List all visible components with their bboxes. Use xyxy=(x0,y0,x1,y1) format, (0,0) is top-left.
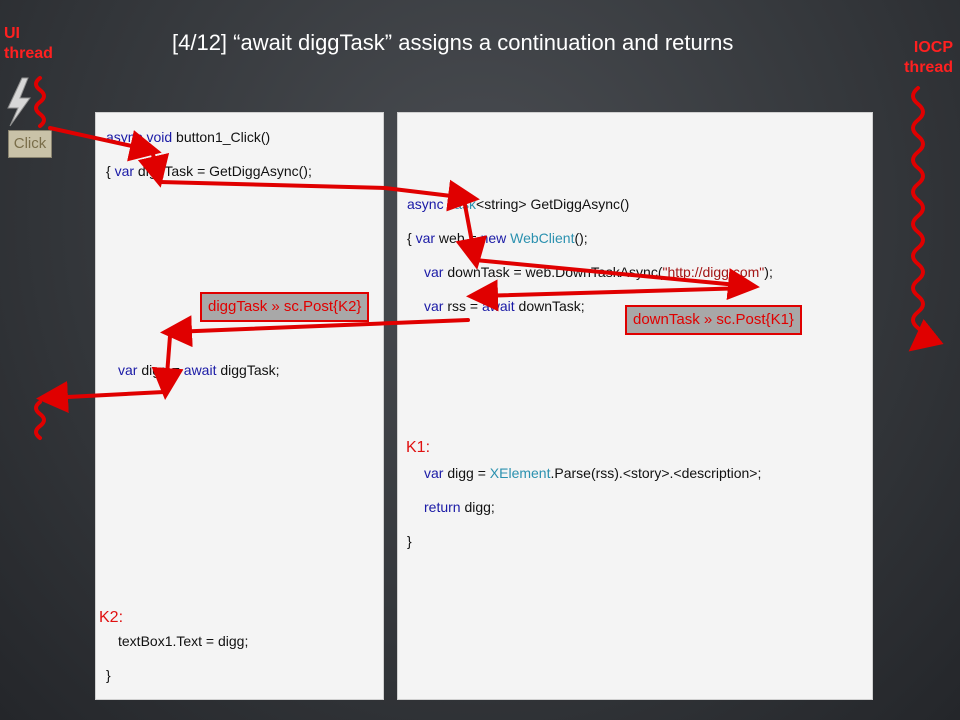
code-text: downTask; xyxy=(514,298,585,314)
k2-label: K2: xyxy=(99,609,124,626)
arrow-exit-ui-thread xyxy=(36,380,166,413)
code-tag: <description> xyxy=(673,465,758,481)
code-line-xelement-parse: var digg = XElement.Parse(rss).<story>.<… xyxy=(424,465,761,481)
callout-down-task-post-k1: downTask » sc.Post{K1} xyxy=(625,305,802,335)
left-code-panel: async void button1_Click() { var diggTas… xyxy=(95,112,384,700)
iocp-thread-label: IOCP thread xyxy=(893,38,953,78)
code-keyword: async xyxy=(407,196,444,212)
arrow-to-download xyxy=(473,258,760,301)
slide-title: [4/12] “await diggTask” assigns a contin… xyxy=(172,30,734,55)
code-keyword: var xyxy=(415,230,436,246)
code-text: .Parse(rss). xyxy=(550,465,623,481)
code-type: XElement xyxy=(489,465,551,481)
callout-digg-task-post-k2: diggTask » sc.Post{K2} xyxy=(200,292,370,322)
code-text: . xyxy=(669,465,674,481)
code-keyword: var xyxy=(424,298,444,314)
code-type: WebClient xyxy=(506,230,575,246)
code-text: digg = xyxy=(443,465,490,481)
code-text: (); xyxy=(574,230,588,246)
code-line-close-brace: } xyxy=(407,533,412,549)
code-keyword: var xyxy=(424,264,444,280)
ui-thread-squiggle-bottom-icon xyxy=(34,400,46,440)
code-keyword: await xyxy=(183,362,217,378)
arrow-click-to-handler xyxy=(48,126,162,162)
arrow-down-web-client xyxy=(455,203,488,270)
code-keyword: var xyxy=(118,362,138,378)
code-brace: { xyxy=(106,163,115,179)
iocp-thread-text: IOCP thread xyxy=(904,39,953,76)
code-text: ; xyxy=(757,465,762,481)
code-line-return-digg: return digg; xyxy=(424,499,495,515)
code-text: <string> GetDiggAsync() xyxy=(476,196,630,212)
code-line-textbox-assign: textBox1.Text = digg; xyxy=(118,633,249,649)
code-line-new-webclient: { var web = new WebClient(); xyxy=(407,230,588,246)
arrow-into-digg-task xyxy=(137,148,170,188)
ui-thread-label: UI thread xyxy=(4,24,53,64)
code-line-digg-task-assign: { var diggTask = GetDiggAsync(); xyxy=(106,163,312,179)
code-line-close-brace: } xyxy=(106,667,111,683)
code-text: ); xyxy=(764,264,773,280)
click-button[interactable]: Click xyxy=(8,130,52,158)
ui-thread-squiggle-icon xyxy=(34,76,46,128)
code-tag: <story> xyxy=(622,465,670,481)
code-text: digg; xyxy=(460,499,495,515)
code-keyword: var xyxy=(424,465,444,481)
code-text: downTask = web.DownTaskAsync( xyxy=(443,264,663,280)
iocp-thread-squiggle-icon xyxy=(908,86,944,352)
arrow-call-get-digg-async xyxy=(158,179,480,212)
code-text: button1_Click() xyxy=(172,129,271,145)
arrow-return-await-down xyxy=(466,279,750,312)
code-keyword: return xyxy=(424,499,461,515)
arrow-down-await-digg xyxy=(151,334,184,400)
ui-thread-text: UI thread xyxy=(4,25,53,62)
arrow-return-to-caller xyxy=(160,315,470,348)
code-brace: { xyxy=(407,230,416,246)
code-text: diggTask = GetDiggAsync(); xyxy=(134,163,312,179)
code-text: diggTask; xyxy=(216,362,280,378)
k1-label: K1: xyxy=(406,439,431,456)
lightning-bolt-icon xyxy=(7,77,31,127)
code-keyword: var xyxy=(114,163,135,179)
